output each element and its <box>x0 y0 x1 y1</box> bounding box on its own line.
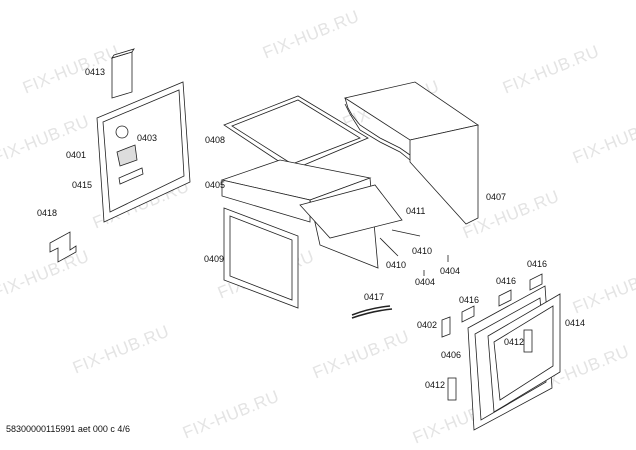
part-label: 0410 <box>412 246 433 256</box>
part-label: 0417 <box>364 292 385 302</box>
part-0407 <box>343 81 479 225</box>
part-label: 0401 <box>66 150 87 160</box>
drawing-reference: 58300000115991 aet 000 c 4/6 <box>6 424 130 434</box>
part-0416 <box>498 289 512 307</box>
part-label: 0416 <box>459 295 480 305</box>
part-0412 <box>523 329 533 353</box>
part-label: 0406 <box>441 350 462 360</box>
part-0417 <box>351 305 393 319</box>
part-label: 0412 <box>504 337 525 347</box>
part-0413 <box>111 48 135 99</box>
part-0408 <box>223 95 369 171</box>
part-label: 0402 <box>417 320 438 330</box>
part-0415 <box>96 81 191 223</box>
part-label: 0416 <box>496 276 517 286</box>
part-label: 0403 <box>137 133 158 143</box>
part-label: 0418 <box>37 208 58 218</box>
part-0416 <box>529 273 543 291</box>
part-label: 0408 <box>205 135 226 145</box>
part-label: 0416 <box>527 259 548 269</box>
part-label: 0412 <box>425 380 446 390</box>
part-0418 <box>49 231 77 263</box>
part-label: 0413 <box>85 67 106 77</box>
part-0416 <box>461 305 475 323</box>
part-label: 0407 <box>486 192 507 202</box>
part-0412 <box>447 377 457 401</box>
part-label: 0404 <box>440 266 461 276</box>
part-label: 0404 <box>415 277 436 287</box>
part-label: 0411 <box>406 206 426 216</box>
part-label: 0405 <box>205 180 226 190</box>
part-label: 0409 <box>204 254 225 264</box>
part-0409 <box>223 207 299 309</box>
part-0411 <box>299 184 421 257</box>
part-label: 0414 <box>565 318 586 328</box>
part-label: 0415 <box>72 180 93 190</box>
part-label: 0410 <box>386 260 407 270</box>
part-0414 <box>467 285 561 431</box>
part-0402 <box>441 316 451 338</box>
